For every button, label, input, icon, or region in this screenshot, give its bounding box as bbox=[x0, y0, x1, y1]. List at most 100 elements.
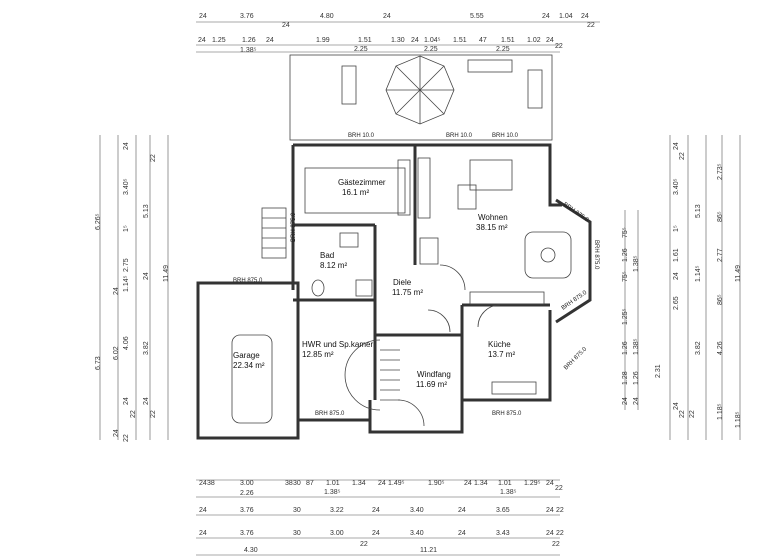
dim-bottom-7: 1.01 bbox=[326, 480, 340, 487]
dim-left: 5.13 bbox=[143, 204, 150, 218]
dim-mid-right: 24 bbox=[633, 397, 640, 405]
dining-table-icon bbox=[524, 231, 572, 279]
dim-mid-right: 1.26 bbox=[622, 248, 629, 262]
dim-left: 6.02 bbox=[113, 346, 120, 360]
dim-bottom3-2: 3.76 bbox=[240, 507, 254, 514]
dim-right: 2.73⁵ bbox=[717, 163, 724, 180]
dim-right: 1.61 bbox=[673, 248, 680, 262]
dim-right: 22 bbox=[689, 410, 696, 418]
dim-top3-1: 1.38⁵ bbox=[240, 47, 257, 54]
dim-top2-11: 47 bbox=[479, 37, 487, 44]
stairs-icon bbox=[344, 339, 400, 411]
dim-bottom2-2: 1.38⁵ bbox=[324, 489, 341, 496]
dim-bottom-15: 1.29⁵ bbox=[524, 480, 541, 487]
room-kuche-name: Küche bbox=[488, 340, 511, 349]
room-wohnen-name: Wohnen bbox=[478, 213, 508, 222]
dim-bottom-11: 1.90⁵ bbox=[428, 480, 445, 487]
dim-right: 2.65 bbox=[673, 296, 680, 310]
dim-right: 24 bbox=[673, 272, 680, 280]
dim-bottom3-10: 22 bbox=[556, 507, 564, 514]
counter-icon bbox=[469, 291, 545, 305]
dim-bottom-4: 38 bbox=[285, 480, 293, 487]
room-bad-name: Bad bbox=[320, 251, 334, 260]
dim-top-8: 1.04 bbox=[559, 13, 573, 20]
dim-top2-3: 1.26 bbox=[242, 37, 256, 44]
dim-top2-15: 22 bbox=[555, 43, 563, 50]
dim-bottom4-5: 24 bbox=[372, 530, 380, 537]
dim-bottom4-8: 3.43 bbox=[496, 530, 510, 537]
room-kuche-area: 13.7 m² bbox=[488, 350, 515, 359]
shower-icon bbox=[355, 279, 373, 297]
dim-bottom4-6: 3.40 bbox=[410, 530, 424, 537]
house-walls bbox=[196, 143, 592, 440]
top-dimensions: 24 3.76 24 4.80 24 5.55 24 1.04 24 22 24… bbox=[196, 13, 600, 54]
dim-bottom-16: 24 bbox=[546, 480, 554, 487]
dim-bottom-6: 87 bbox=[306, 480, 314, 487]
dim-bottom3-9: 24 bbox=[546, 507, 554, 514]
dim-left: 24 bbox=[113, 429, 120, 437]
dim-bottom3-3: 30 bbox=[293, 507, 301, 514]
dim-right: 3.82 bbox=[695, 341, 702, 355]
wardrobe-icon bbox=[397, 159, 411, 216]
dim-left: 24 bbox=[123, 142, 130, 150]
dim-top-6: 5.55 bbox=[470, 13, 484, 20]
dim-bottom4-4: 3.00 bbox=[330, 530, 344, 537]
dim-left: 24 bbox=[123, 397, 130, 405]
room-garage-name: Garage bbox=[233, 351, 260, 360]
dim-top-10: 22 bbox=[587, 22, 595, 29]
dim-mid-right: 2.31 bbox=[655, 364, 662, 378]
dim-bottom-2: 38 bbox=[207, 480, 215, 487]
brh-label: BRH 875.0 bbox=[492, 411, 522, 417]
dim-top-9: 24 bbox=[581, 13, 589, 20]
dim-bottom5-2: 22 bbox=[360, 541, 368, 548]
dim-bottom4-1: 24 bbox=[199, 530, 207, 537]
washbasin-icon bbox=[339, 232, 359, 248]
dim-left: 22 bbox=[130, 410, 137, 418]
brh-label: BRH 875.0 bbox=[233, 278, 263, 284]
room-wohnen-area: 38.15 m² bbox=[476, 223, 508, 232]
dim-left: 3.82 bbox=[143, 341, 150, 355]
fireplace-icon bbox=[419, 237, 439, 265]
dim-mid-right: 1.26 bbox=[633, 371, 640, 385]
dim-left: 24 bbox=[143, 272, 150, 280]
dim-bottom4-2: 3.76 bbox=[240, 530, 254, 537]
dim-bottom2-3: 1.38⁵ bbox=[500, 489, 517, 496]
armchair-icon bbox=[457, 184, 477, 210]
dim-right: 5.13 bbox=[695, 204, 702, 218]
dim-bottom-17: 22 bbox=[555, 485, 563, 492]
dim-bottom-3: 3.00 bbox=[240, 480, 254, 487]
dim-right: 4.26 bbox=[717, 341, 724, 355]
dim-bottom4-3: 30 bbox=[293, 530, 301, 537]
dim-bottom3-1: 24 bbox=[199, 507, 207, 514]
dim-left: 4.06 bbox=[123, 336, 130, 350]
dim-top2-13: 1.02 bbox=[527, 37, 541, 44]
dim-top2-2: 1.25 bbox=[212, 37, 226, 44]
dim-mid-right: 1.28 bbox=[622, 371, 629, 385]
dim-bottom-5: 30 bbox=[293, 480, 301, 487]
room-windfang-name: Windfang bbox=[417, 370, 451, 379]
outside-stairs-icon bbox=[261, 207, 287, 259]
dim-top3-4: 2.25 bbox=[496, 46, 510, 53]
dim-bottom4-7: 24 bbox=[458, 530, 466, 537]
mid-right-dimensions: 75⁵ 1.26 1.38⁵ 75⁵ 1.25⁵ 1.26 1.38⁵ 1.28… bbox=[622, 210, 662, 410]
brh-label: BRH 10.0 bbox=[446, 133, 473, 139]
dim-right: 1.18⁵ bbox=[735, 411, 742, 428]
bed-icon bbox=[304, 167, 406, 214]
dim-top2-10: 1.51 bbox=[453, 37, 467, 44]
dim-bottom-12: 24 bbox=[464, 480, 472, 487]
dim-left: 6.73 bbox=[95, 356, 102, 370]
dim-left: 24 bbox=[113, 287, 120, 295]
dim-bottom4-10: 22 bbox=[556, 530, 564, 537]
lounger-icon bbox=[341, 65, 357, 105]
dim-bottom-9: 24 bbox=[378, 480, 386, 487]
dim-bottom-13: 1.34 bbox=[474, 480, 488, 487]
brh-label: BRH 875.0 bbox=[315, 411, 345, 417]
bottom-dimensions: 24 38 3.00 38 30 87 1.01 1.34 24 1.49⁵ 1… bbox=[196, 479, 564, 556]
dim-left: 1⁵ bbox=[123, 225, 130, 232]
brh-label: BRH 875.0 bbox=[562, 202, 590, 224]
right-dimensions: 24 22 3.40⁵ 2.73⁵ 5.13 1⁵ 86⁵ 1.61 2.77 … bbox=[669, 135, 742, 440]
dim-mid-right: 75⁵ bbox=[622, 227, 629, 238]
dim-bottom-14: 1.01 bbox=[498, 480, 512, 487]
dim-top2-6: 1.51 bbox=[358, 37, 372, 44]
